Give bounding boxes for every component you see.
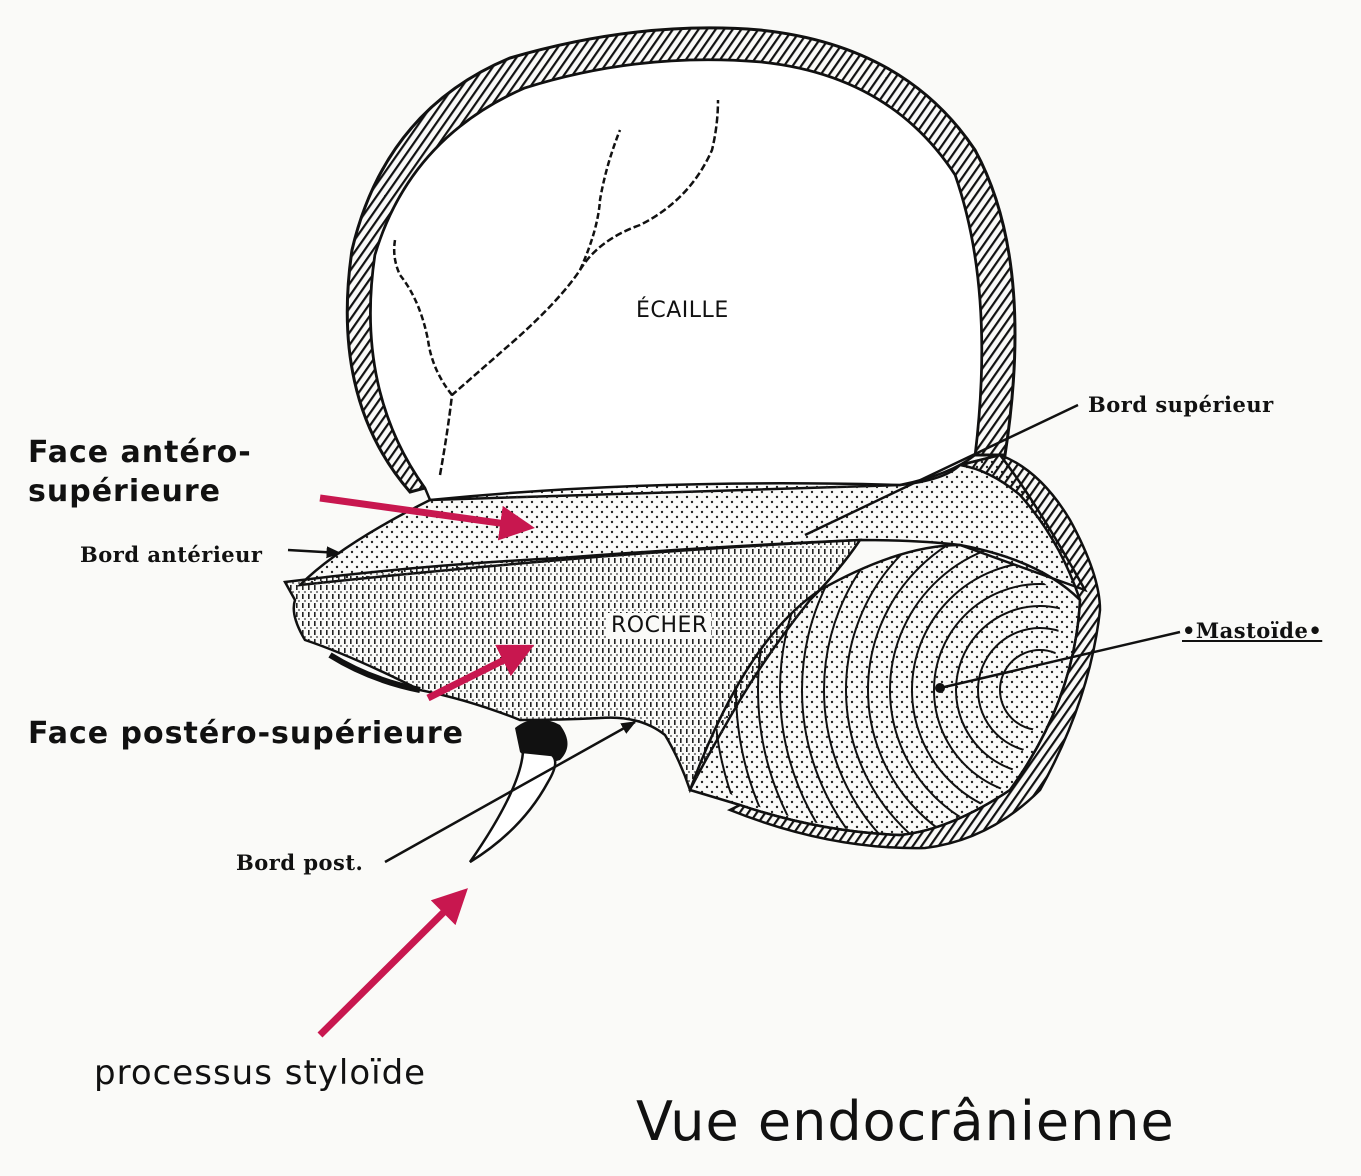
leader-bord-post bbox=[384, 720, 637, 864]
label-bord-anterieur: Bord antérieur bbox=[80, 542, 263, 567]
leader-bord-superieur bbox=[804, 403, 1079, 537]
arrow-processus bbox=[317, 888, 468, 1038]
label-ecaille: ÉCAILLE bbox=[636, 298, 729, 323]
diagram-title: Vue endocrânienne bbox=[636, 1090, 1175, 1153]
ecaille-squama bbox=[345, 26, 1017, 502]
leader-lines bbox=[287, 403, 1181, 864]
leader-mastoide-dot bbox=[935, 683, 945, 693]
annotation-arrows bbox=[317, 494, 535, 1038]
ecaille-body bbox=[369, 58, 983, 502]
vessel-groove-branch-2 bbox=[578, 129, 622, 271]
rocher-lower-edge bbox=[328, 652, 421, 693]
label-face-postero: Face postéro-supérieure bbox=[28, 716, 464, 751]
label-rocher: ROCHER bbox=[608, 613, 711, 638]
arrow-face-postero bbox=[426, 644, 535, 702]
processus-styloide-shape bbox=[468, 719, 568, 864]
label-face-antero-line1: Face antéro- bbox=[28, 435, 252, 470]
leader-mastoide bbox=[939, 630, 1181, 690]
leader-bord-anterieur bbox=[287, 546, 342, 559]
mastoide-rim bbox=[726, 453, 1102, 850]
label-bord-superieur: Bord supérieur bbox=[1088, 392, 1274, 417]
arrow-face-antero bbox=[319, 494, 535, 541]
label-processus-styloide: processus styloïde bbox=[94, 1053, 427, 1093]
label-bord-post: Bord post. bbox=[236, 850, 364, 875]
label-face-antero-line2: supérieure bbox=[28, 474, 221, 509]
vessel-groove-branch-1 bbox=[392, 239, 453, 396]
label-mastoide: •Mastoïde• bbox=[1182, 618, 1323, 643]
